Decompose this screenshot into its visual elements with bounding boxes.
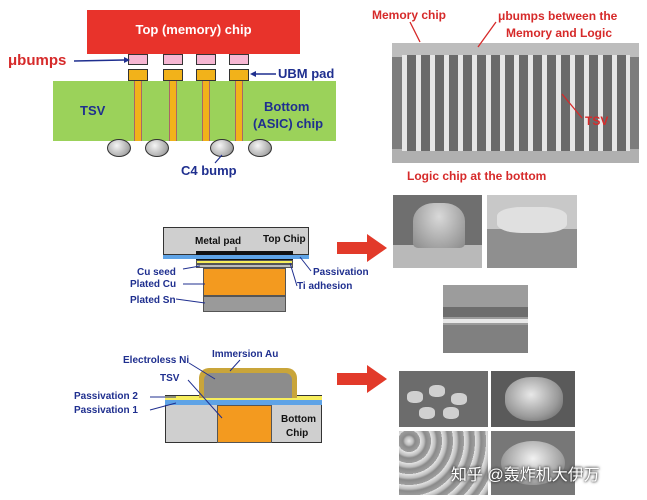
- c4-bump-label: C4 bump: [181, 163, 237, 178]
- sem-tsv-label: TSV: [585, 114, 609, 128]
- passivation1-layer: [165, 400, 322, 405]
- c4-bump: [145, 139, 169, 157]
- bottom-chip-label-line1: Bottom: [264, 99, 310, 114]
- cu-seed-layer: [196, 264, 293, 268]
- bottom-bump-diagram: Electroless Ni Immersion Au TSV Passivat…: [0, 343, 390, 448]
- tsv: [134, 81, 142, 141]
- sem-image-bump-array: [399, 371, 488, 427]
- c4-bump: [248, 139, 272, 157]
- sem-image-cu-pillar-1: [393, 195, 482, 268]
- top-memory-chip-label: Top (memory) chip: [135, 22, 252, 37]
- top-diagram-leaders: [73, 57, 276, 164]
- bottom-arrow-icon: [337, 365, 387, 393]
- plated-sn-block: [203, 296, 286, 312]
- tsv-label: TSV: [80, 103, 106, 118]
- middle-arrow-icon: [337, 234, 387, 262]
- sem-image-tsv-array: [392, 43, 639, 163]
- sem-image-seed-layer: [443, 285, 528, 353]
- memory-chip-label: Memory chip: [372, 8, 447, 22]
- tsv-copper-block: [217, 405, 272, 443]
- ti-adhesion-label: Ti adhesion: [297, 281, 353, 292]
- bottom-chip-label-line2: (ASIC) chip: [253, 116, 324, 131]
- logic-chip-label: Logic chip at the bottom: [407, 169, 547, 183]
- sem-image-dome-bump: [491, 431, 575, 495]
- ubm-pad: [196, 69, 216, 81]
- passivation1-label: Passivation 1: [74, 405, 138, 416]
- tsv: [235, 81, 243, 141]
- passivation2-label: Passivation 2: [74, 391, 138, 402]
- ubm-pad-label: UBM pad: [278, 66, 335, 81]
- ubump: [229, 54, 249, 65]
- top-sem-panel: Memory chip μbumps between the Memory an…: [360, 0, 647, 190]
- cu-seed-label: Cu seed: [137, 267, 176, 278]
- metal-pad-label: Metal pad: [195, 236, 242, 247]
- electroless-ni-label: Electroless Ni: [123, 355, 190, 366]
- tsv: [169, 81, 177, 141]
- sem-image-bump-grid: [399, 431, 488, 495]
- bottom-tsv-label: TSV: [160, 373, 180, 384]
- watermark-text: 知乎 @轰炸机大伊万: [451, 467, 600, 484]
- tsv: [202, 81, 210, 141]
- top-memory-chip: [87, 10, 300, 54]
- ubm-pad: [163, 69, 183, 81]
- ubump: [163, 54, 183, 65]
- electroless-ni-block: [204, 373, 292, 398]
- plated-sn-label: Plated Sn: [130, 295, 176, 306]
- middle-bump-diagram: Metal pad Top Chip Cu seed Plated Cu Pla…: [0, 195, 390, 325]
- immersion-au-label: Immersion Au: [212, 349, 279, 360]
- ubump: [196, 54, 216, 65]
- bottom-chip-label-line1: Bottom: [281, 414, 316, 425]
- sem-image-single-bump: [491, 371, 575, 427]
- top-chip-stack-diagram: Top (memory) chip μbumps UBM pad TSV Bot…: [0, 0, 350, 185]
- bottom-asic-chip: [53, 81, 336, 141]
- ti-adhesion-layer: [196, 260, 293, 264]
- passivation-label: Passivation: [313, 267, 369, 278]
- middle-leaders: [175, 247, 312, 304]
- sem-top-leaders: [409, 21, 583, 119]
- top-chip-label: Top Chip: [263, 234, 306, 245]
- plated-cu-block: [203, 268, 286, 296]
- ubumps-between-label-line1: μbumps between the: [498, 9, 618, 23]
- ubm-pad: [229, 69, 249, 81]
- passivation-layer: [163, 255, 309, 259]
- sem-image-cu-pillar-2: [487, 195, 577, 268]
- c4-bump: [107, 139, 131, 157]
- bottom-chip-label-line2: Chip: [286, 428, 309, 439]
- ubm-pad: [128, 69, 148, 81]
- ubumps-between-label-line2: Memory and Logic: [506, 26, 613, 40]
- plated-cu-label: Plated Cu: [130, 279, 177, 290]
- bottom-leaders: [149, 359, 241, 419]
- c4-bump: [210, 139, 234, 157]
- ubumps-label: μbumps: [8, 52, 67, 69]
